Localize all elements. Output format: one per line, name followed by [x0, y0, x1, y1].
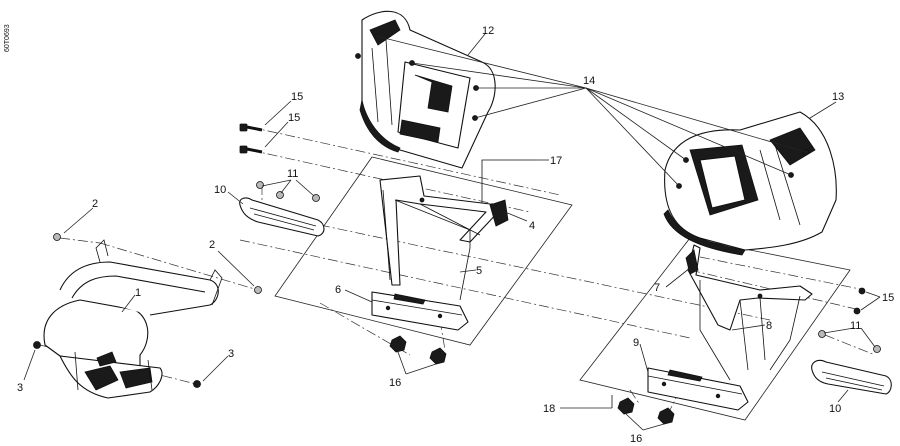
callout-13: 13 [832, 91, 844, 103]
callout-4: 4 [529, 220, 535, 232]
backrest-left [355, 10, 496, 169]
drawing-code: 60T0693 [4, 24, 11, 52]
callout-2: 2 [92, 198, 98, 210]
callout-17: 17 [550, 155, 562, 167]
callout-12: 12 [482, 25, 494, 37]
callout-10: 10 [829, 403, 841, 415]
backrest-right [663, 111, 837, 256]
nuts-16-left [389, 335, 447, 365]
front-bumper [43, 239, 223, 399]
axis-line [249, 149, 531, 213]
footrest-right [811, 359, 892, 395]
nuts-16-right [617, 397, 675, 425]
screws-3 [33, 341, 201, 388]
axis-line [249, 126, 561, 196]
callout-15: 15 [288, 112, 300, 124]
mounting-base-left [371, 291, 469, 331]
right-assembly-plane [579, 237, 851, 421]
axis-line [689, 269, 861, 311]
bolt-15-upper [239, 123, 263, 132]
callout-3: 3 [17, 382, 23, 394]
callout-6: 6 [335, 284, 341, 296]
screws-11-right [818, 330, 881, 353]
axis-line [824, 334, 876, 356]
callout-1: 1 [135, 287, 141, 299]
support-bracket-left [379, 175, 509, 301]
screws-2 [53, 233, 262, 294]
axis-line [629, 389, 641, 406]
callout-11: 11 [287, 168, 298, 180]
callout-18: 18 [543, 403, 555, 415]
callout-15: 15 [291, 91, 303, 103]
screws-11-left [256, 181, 320, 202]
callout-8: 8 [766, 320, 772, 332]
center-assembly-plane [274, 156, 573, 346]
callout-16: 16 [389, 377, 401, 389]
mounting-base-right [647, 367, 749, 411]
callout-2: 2 [209, 239, 215, 251]
screws-15-right [853, 287, 866, 315]
axis-line [699, 256, 866, 291]
support-bracket-right [685, 244, 813, 381]
callout-16: 16 [630, 433, 642, 445]
callout-15: 15 [882, 292, 894, 304]
callout-11: 11 [850, 320, 861, 332]
callouts: 1 2 2 3 3 4 5 6 7 8 9 10 10 11 11 12 13 … [17, 25, 894, 445]
leader-lines [23, 33, 881, 431]
callout-9: 9 [633, 337, 639, 349]
axis-line [239, 239, 691, 339]
callout-10: 10 [214, 184, 226, 196]
bolt-15-lower [239, 145, 263, 154]
bracket-17-frame [481, 159, 540, 210]
callout-5: 5 [476, 265, 482, 277]
callout-14: 14 [583, 75, 595, 87]
callout-7: 7 [654, 282, 660, 294]
footrest-left [239, 197, 325, 237]
callout-3: 3 [228, 348, 234, 360]
axis-line [59, 237, 101, 244]
axis-line [99, 242, 259, 291]
